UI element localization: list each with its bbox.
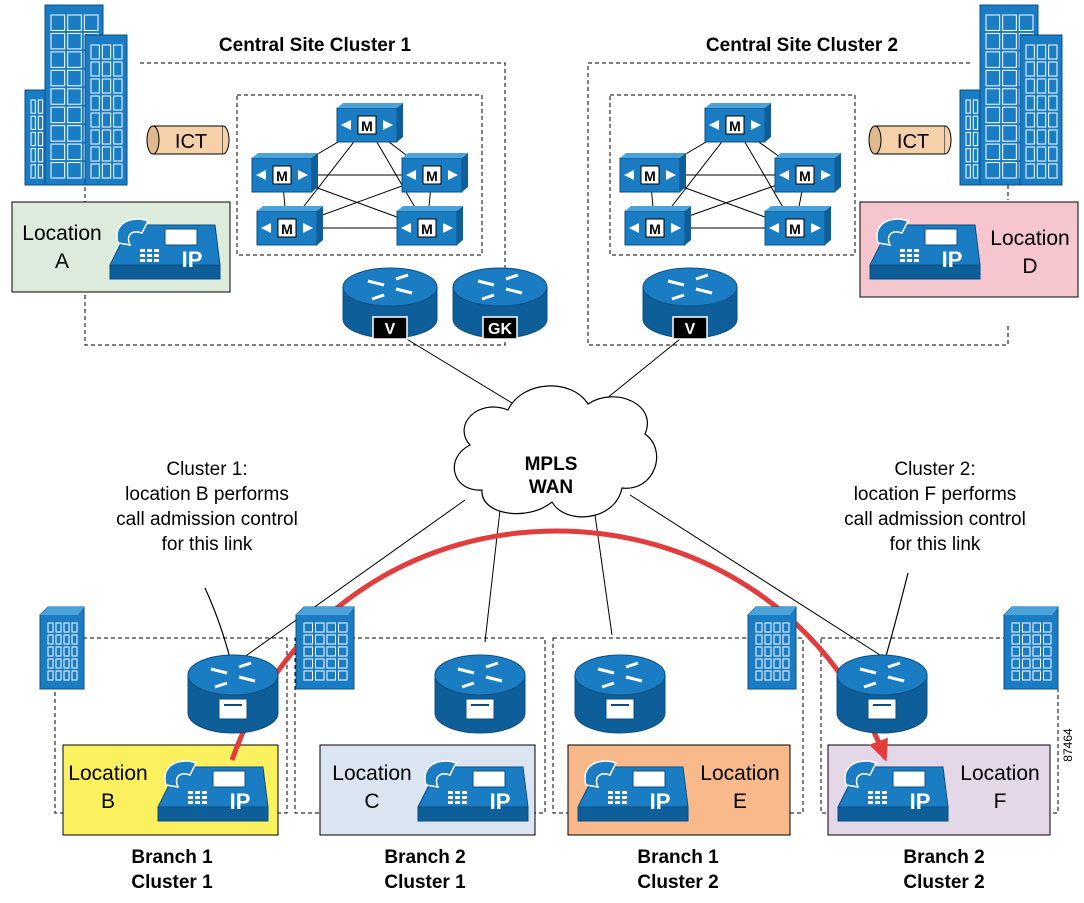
location-e-label-line2: E xyxy=(733,790,747,813)
branch-router-icon xyxy=(187,654,279,734)
annotation-2-line4: for this link xyxy=(890,534,981,555)
location-b-label-line1: Location xyxy=(68,762,147,785)
svg-text:M: M xyxy=(649,221,661,237)
wan-label-line1: MPLS xyxy=(525,454,578,475)
building-central-1-icon xyxy=(24,4,128,186)
central-site-1-title: Central Site Cluster 1 xyxy=(219,35,412,56)
annotation-2-line3: call admission control xyxy=(844,509,1026,530)
ip-phone-icon: IP xyxy=(109,218,221,280)
call-manager-icon: M xyxy=(336,103,403,143)
branch-caption-3-line1: Branch 1 xyxy=(637,847,719,868)
wan-links xyxy=(239,334,881,661)
call-manager-icon: M xyxy=(764,206,831,246)
building-central-2-icon xyxy=(959,4,1063,186)
branch-router-icon xyxy=(434,654,526,734)
location-b-label-line2: B xyxy=(101,790,115,813)
branch-caption-1-line2: Cluster 1 xyxy=(131,872,213,893)
annotation-2-line1: Cluster 2: xyxy=(894,459,975,480)
svg-text:M: M xyxy=(799,168,811,184)
location-d-label-line2: D xyxy=(1022,255,1037,278)
svg-text:V: V xyxy=(685,321,696,338)
location-c-label-line2: C xyxy=(364,790,379,813)
building-branch-1-icon xyxy=(39,606,85,690)
branch-caption-4-line1: Branch 2 xyxy=(903,847,984,868)
svg-text:M: M xyxy=(729,118,741,134)
branch-router-icon xyxy=(574,654,666,734)
ict-trunk-icon: ICT xyxy=(146,125,230,155)
svg-text:IP: IP xyxy=(650,789,671,814)
svg-text:ICT: ICT xyxy=(175,131,207,153)
location-f-label-line2: F xyxy=(994,790,1007,813)
svg-text:M: M xyxy=(789,221,801,237)
branch-caption-4-line2: Cluster 2 xyxy=(903,872,984,893)
ip-phone-icon: IP xyxy=(577,760,689,822)
figure-id: 87464 xyxy=(1061,728,1075,762)
call-manager-icon: M xyxy=(704,103,771,143)
voice-gateway-router-icon: V xyxy=(342,267,438,340)
manager-cluster-2-box xyxy=(609,94,856,256)
building-branch-2-icon xyxy=(295,606,355,690)
call-manager-icon: M xyxy=(401,153,468,193)
svg-text:M: M xyxy=(644,168,656,184)
call-manager-icon: M xyxy=(624,206,691,246)
annotation-2-line2: location F performs xyxy=(854,484,1017,505)
building-branch-3-icon xyxy=(747,606,797,690)
ip-phone-icon: IP xyxy=(157,760,269,822)
svg-text:IP: IP xyxy=(230,789,251,814)
svg-text:IP: IP xyxy=(490,789,511,814)
svg-text:IP: IP xyxy=(182,247,203,272)
svg-text:GK: GK xyxy=(488,321,512,338)
annotation-1-line2: location B performs xyxy=(125,484,289,505)
branch-caption-2-line1: Branch 2 xyxy=(384,847,465,868)
building-branch-4-icon xyxy=(1003,606,1059,690)
call-manager-icon: M xyxy=(619,153,686,193)
branch-router-icon xyxy=(836,654,928,734)
branch-box-4 xyxy=(820,637,1059,814)
annotation-arrow-1 xyxy=(204,587,235,668)
wan-cloud xyxy=(453,385,658,518)
ip-phone-icon: IP xyxy=(837,760,949,822)
svg-text:M: M xyxy=(281,221,293,237)
location-c-label-line1: Location xyxy=(332,762,411,785)
svg-text:M: M xyxy=(421,221,433,237)
svg-text:M: M xyxy=(426,168,438,184)
call-manager-icon: M xyxy=(396,206,463,246)
svg-text:IP: IP xyxy=(942,247,963,272)
ict-trunk-icon: ICT xyxy=(868,125,952,155)
call-manager-icon: M xyxy=(774,153,841,193)
gatekeeper-router-icon: GK xyxy=(452,267,548,340)
voice-gateway-router-icon: V xyxy=(642,267,738,340)
branch-caption-2-line2: Cluster 1 xyxy=(384,872,466,893)
branch-caption-3-line2: Cluster 2 xyxy=(637,872,718,893)
branch-box-1 xyxy=(54,637,288,814)
ip-phone-icon: IP xyxy=(417,760,529,822)
svg-text:V: V xyxy=(385,321,396,338)
annotation-1-line3: call admission control xyxy=(116,509,298,530)
location-d-label-line1: Location xyxy=(990,227,1069,250)
ip-phone-icon: IP xyxy=(869,218,981,280)
annotation-1-line4: for this link xyxy=(162,534,253,555)
manager-cluster-1-box xyxy=(236,94,483,256)
location-a-label-line2: A xyxy=(55,250,69,273)
call-manager-icon: M xyxy=(251,153,318,193)
location-f-label-line1: Location xyxy=(960,762,1039,785)
svg-text:M: M xyxy=(361,118,373,134)
svg-text:ICT: ICT xyxy=(897,131,929,153)
annotation-arrow-2 xyxy=(881,572,909,665)
location-e-label-line1: Location xyxy=(700,762,779,785)
annotation-1-line1: Cluster 1: xyxy=(166,459,247,480)
central-site-2-title: Central Site Cluster 2 xyxy=(706,35,898,56)
svg-text:M: M xyxy=(276,168,288,184)
branch-caption-1-line1: Branch 1 xyxy=(131,847,213,868)
location-a-label-line1: Location xyxy=(22,222,101,245)
call-manager-icon: M xyxy=(256,206,323,246)
wan-label-line2: WAN xyxy=(529,477,573,498)
svg-text:IP: IP xyxy=(910,789,931,814)
